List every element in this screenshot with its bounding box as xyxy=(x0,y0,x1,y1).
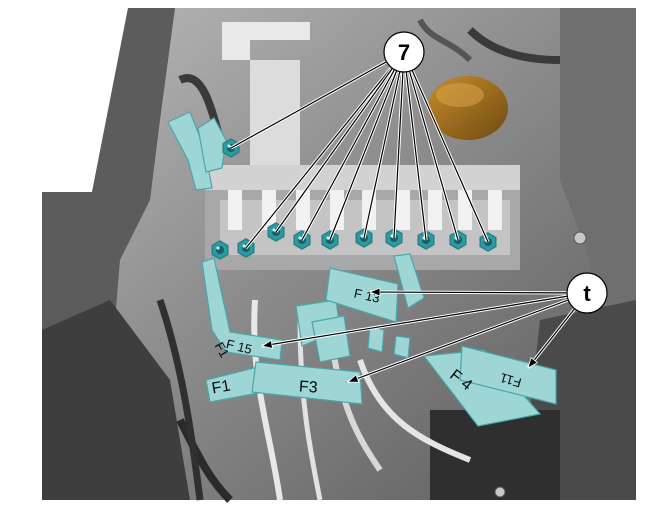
leader-line-7 xyxy=(403,51,459,241)
photo-background xyxy=(42,8,636,503)
tag-top-left-2 xyxy=(197,117,227,173)
leader-line-7 xyxy=(245,51,405,249)
leader-line-t xyxy=(347,292,588,383)
arrowhead-icon xyxy=(527,356,539,369)
leader-line-t xyxy=(261,292,588,347)
arrowhead-icon xyxy=(368,287,381,297)
tag-f1-partial-label: F1 xyxy=(212,339,233,360)
leader-line-7 xyxy=(329,51,405,241)
tag-f3-label: F3 xyxy=(298,378,318,396)
tag-f15-label: F 15 xyxy=(225,336,254,357)
leader-line-7 xyxy=(393,51,405,239)
tag-top-left xyxy=(167,111,213,191)
tag-f1-label: F1 xyxy=(211,378,232,398)
arrowhead-icon xyxy=(260,339,274,349)
leader-line-7 xyxy=(403,51,427,241)
callout-leaders xyxy=(230,50,589,384)
tag-f13 xyxy=(325,267,399,323)
leader-line-7 xyxy=(230,51,405,149)
callout-t-label: t xyxy=(583,281,591,306)
tag-f11 xyxy=(459,345,557,405)
leader-line-7 xyxy=(275,51,405,233)
callout-circle-icon xyxy=(383,31,425,73)
leader-line-7 xyxy=(363,51,405,239)
tag-f11-label: F11 xyxy=(498,370,523,390)
callout-circle-icon xyxy=(566,272,608,314)
leader-line-7 xyxy=(301,51,405,241)
callout-t: t xyxy=(566,272,608,314)
tag-f3 xyxy=(251,361,363,405)
tag-center-2 xyxy=(311,315,351,363)
callout-7-label: 7 xyxy=(398,40,410,65)
leader-line-t xyxy=(369,291,588,294)
arrowhead-icon xyxy=(346,374,360,383)
tag-f15 xyxy=(201,257,283,361)
callout-7: 7 xyxy=(383,31,425,73)
relay-icon xyxy=(428,76,508,140)
tag-small-2 xyxy=(393,335,411,359)
tag-small-1 xyxy=(367,325,385,353)
hex-nut-icon xyxy=(211,240,229,260)
leader-line-7 xyxy=(403,51,489,243)
